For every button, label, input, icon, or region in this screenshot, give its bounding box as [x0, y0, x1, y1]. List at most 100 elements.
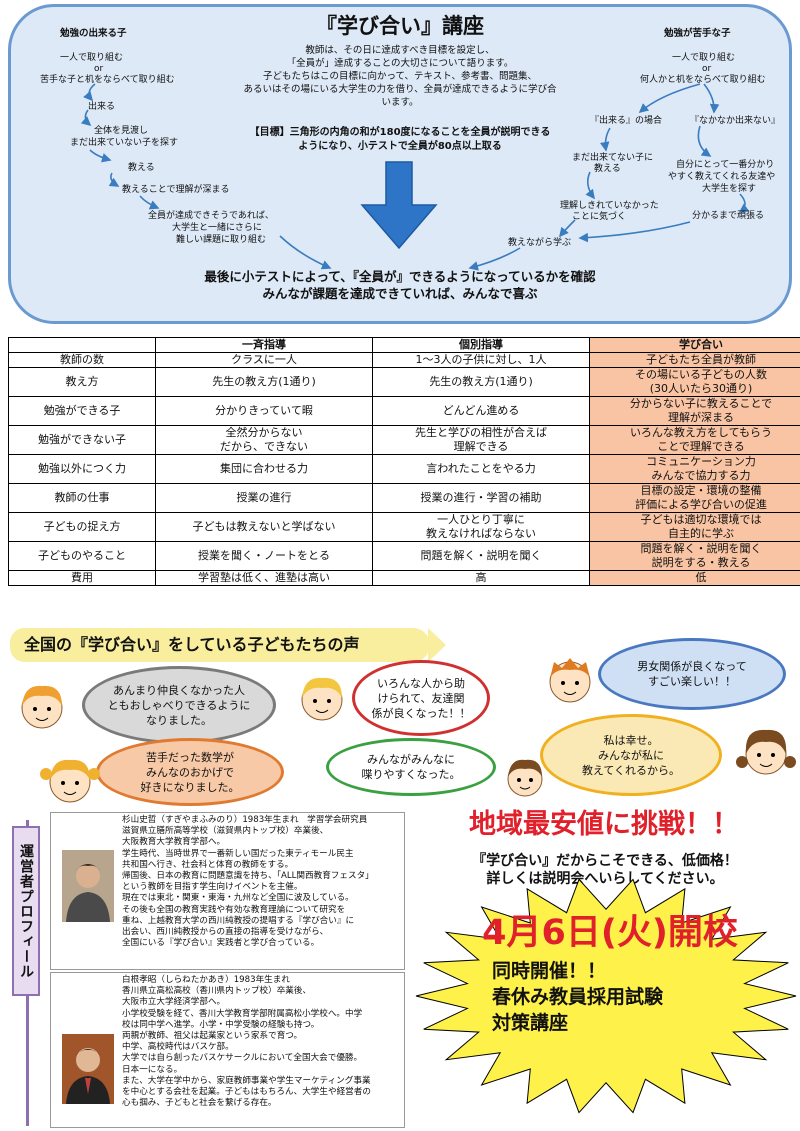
row-label: 勉強ができる子	[8, 396, 156, 426]
profile-line: 大阪教育大学教育学部へ。	[122, 837, 226, 848]
center-line: あるいはその場にいる大学生の力を借り、全員が達成できるように学び合	[243, 84, 557, 95]
table-row: 勉強ができない子全然分からない だから、できない先生と学びの相性が合えば 理解で…	[8, 425, 800, 455]
table-row: 費用学習塾は低く、進塾は高い高低	[8, 570, 800, 586]
left-step1: 一人で取り組む	[60, 53, 124, 63]
voice-bubble-6: 私は幸せ。 みんなが私に 教えてくれるから。	[540, 714, 722, 796]
table-cell: 子どもは適切な環境では 自主的に学ぶ	[589, 512, 800, 542]
center-line: 「全員が」達成することの大切さについて語ります。	[286, 58, 514, 69]
right-or: or	[702, 64, 712, 74]
table-cell: どんどん進める	[372, 396, 590, 426]
left-step1b: 苦手な子と机をならべて取り組む	[40, 75, 175, 85]
profile-line: 小学校受験を経て、香川大学教育学部附属高松小学校へ。中学	[122, 1008, 363, 1019]
table-cell: 問題を解く・説明を聞く 説明をする・教える	[589, 541, 800, 571]
row-label: 費用	[8, 570, 156, 586]
right-b1c: 大学生を探す	[702, 184, 757, 194]
table-cell: 全然分からない だから、できない	[155, 425, 373, 455]
promo-title: 地域最安値に挑戦！！	[469, 809, 739, 840]
right-b1b: やすく教えてくれる友達や	[668, 172, 776, 182]
row-label: 子どものやること	[8, 541, 156, 571]
table-row: 勉強ができる子分かりきっていて暇どんどん進める分からない子に教えることで 理解が…	[8, 396, 800, 426]
child-face-icon	[301, 677, 343, 721]
row-label: 勉強ができない子	[8, 425, 156, 455]
burst-line: 対策講座	[492, 1012, 569, 1034]
profile-line: 帰国後、日本の教育に問題意識を持ち、「ALL関西教育フェスタ」	[122, 871, 374, 882]
profile-line: その後も全国の教育実践や有効な教育理論について研究を	[122, 904, 346, 915]
profile-line: 日本一になる。	[122, 1064, 183, 1075]
burst-text: 同時開催！！ 春休み教員採用試験 対策講座	[492, 958, 752, 1036]
voice-text: いろんな人から助 けられて、友達関 係が良くなった！！	[371, 676, 471, 720]
opening-date: 4月6日(火)開校	[482, 913, 738, 953]
left-or: or	[94, 64, 104, 74]
profile-line: 両親が教師、祖父は起業家という家系で育つ。	[122, 1031, 303, 1042]
right-step1: 一人で取り組む	[672, 53, 736, 63]
table-cell: 子どもは教えないと学ばない	[155, 512, 373, 542]
left-step6c: 難しい課題に取り組む	[176, 235, 267, 245]
row-label: 教師の数	[8, 352, 156, 368]
profile-line: を中心とする会社を起業。子どもはもちろん、大学生や経営者の	[122, 1087, 371, 1098]
voice-text: 私は幸せ。 みんなが私に 教えてくれるから。	[581, 733, 681, 777]
right-a1b: 教える	[594, 164, 621, 174]
profile-line: 共和国へ行き、社会科と体育の教師をする。	[122, 859, 294, 870]
table-cell: いろんな教え方をしてもらう ことで理解できる	[589, 425, 800, 455]
table-cell: 一人ひとり丁寧に 教えなければならない	[372, 512, 590, 542]
profile-line: 心も掴み、子どもと社会を繋げる存在。	[122, 1098, 277, 1109]
promo-line: 『学び合い』だからこそできる、低価格！	[472, 853, 738, 869]
flow-arrows	[80, 83, 750, 271]
voice-text: あんまり仲良くなかった人 ともおしゃべりできるように なりました。	[107, 683, 251, 727]
table-header: 学び合い	[589, 337, 800, 353]
voice-text: 苦手だった数学が みんなのおかげで 好きになりました。	[140, 750, 240, 794]
table-row: 勉強以外につく力集団に合わせる力言われたことをやる力コミュニケーション力 みんな…	[8, 454, 800, 484]
table-row: 子どもの捉え方子どもは教えないと学ばない一人ひとり丁寧に 教えなければならない子…	[8, 512, 800, 542]
voice-bubble-2: いろんな人から助 けられて、友達関 係が良くなった！！	[352, 660, 490, 736]
left-step5: 教えることで理解が深まる	[122, 185, 230, 195]
promo-line: 詳しくは説明会へいらしてください。	[486, 871, 724, 887]
table-cell: 授業の進行・学習の補助	[372, 483, 590, 513]
child-face-icon	[507, 759, 543, 797]
profile-photo-1	[62, 850, 114, 922]
profile-line: 香川県立高松高校（香川県内トップ校）卒業後、	[122, 986, 312, 997]
burst-line: 春休み教員採用試験	[492, 986, 664, 1008]
table-row: 教師の仕事授業の進行授業の進行・学習の補助目標の設定・環境の整備 評価による学び…	[8, 483, 800, 513]
table-cell: 分かりきっていて暇	[155, 396, 373, 426]
left-step4: 教える	[128, 163, 155, 173]
table-cell: 1～3人の子供に対し、1人	[372, 352, 590, 368]
child-face-icon	[549, 658, 591, 703]
row-label: 教え方	[8, 367, 156, 397]
table-cell: 低	[589, 570, 800, 586]
row-label: 勉強以外につく力	[8, 454, 156, 484]
left-flow-header: 勉強の出来る子	[60, 28, 127, 39]
table-cell: コミュニケーション力 みんなで協力する力	[589, 454, 800, 484]
right-flow-header: 勉強が苦手な子	[664, 28, 731, 39]
table-header: 一斉指導	[155, 337, 373, 353]
table-cell: 集団に合わせる力	[155, 454, 373, 484]
child-face-icon	[21, 685, 63, 729]
goal-line: 【目標】三角形の内角の和が180度になることを全員が説明できる	[249, 127, 551, 138]
voice-text: みんながみんなに 喋りやすくなった。	[361, 753, 461, 781]
left-step6a: 全員が達成できそうであれば、	[148, 211, 274, 221]
profile-line: 学生時代、当時世界で一番新しい国だった東ティモール民主	[122, 848, 354, 859]
right-a3: 教えながら学ぶ	[508, 238, 572, 248]
profile-line: という教師を目指す学生向けイベントを主催。	[122, 882, 303, 893]
right-branch-a: 『出来る』の場合	[590, 116, 663, 126]
table-cell: 授業を聞く・ノートをとる	[155, 541, 373, 571]
table-cell: 先生と学びの相性が合えば 理解できる	[372, 425, 590, 455]
profile-line: 全国にいる『学び合い』実践者と学び合っている。	[122, 938, 320, 949]
center-line: 教師は、その日に達成すべき目標を設定し、	[305, 45, 495, 56]
left-step3b: まだ出来ていない子を探す	[70, 138, 179, 148]
voices-banner: 全国の『学び合い』をしている子どもたちの声	[10, 628, 446, 662]
right-b2: 分かるまで頑張る	[692, 211, 765, 221]
table-cell: 言われたことをやる力	[372, 454, 590, 484]
table-cell: 目標の設定・環境の整備 評価による学び合いの促進	[589, 483, 800, 513]
final-line: 最後に小テストによって、『全員が』できるようになっているかを確認	[204, 269, 596, 284]
profile-line: 現在では東北・関東・東海・九州など全国に波及している。	[122, 893, 354, 904]
profile-line: 出会い、西川純教授からの直接の指導を受けながら、	[122, 927, 329, 938]
down-arrow-icon	[360, 161, 438, 250]
table-row: 子どものやること授業を聞く・ノートをとる問題を解く・説明を聞く問題を解く・説明を…	[8, 541, 800, 571]
burst-line: 同時開催！！	[492, 960, 607, 982]
profile-card-2	[50, 972, 405, 1128]
table-cell: クラスに一人	[155, 352, 373, 368]
table-row: 教え方先生の教え方(1通り)先生の教え方(1通り)その場にいる子どもの人数 (3…	[8, 367, 800, 397]
center-line: います。	[381, 97, 419, 108]
table-cell: 先生の教え方(1通り)	[155, 367, 373, 397]
